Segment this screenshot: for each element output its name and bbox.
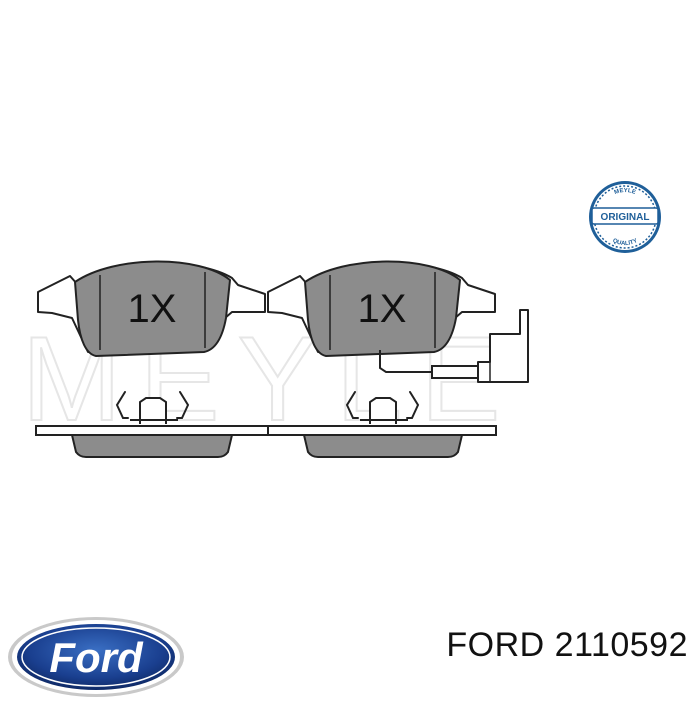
pad-right-side-view bbox=[267, 391, 497, 458]
badge-top-text: MEYLE bbox=[614, 188, 637, 196]
pad-left-clip bbox=[115, 391, 190, 419]
badge-center-text: ORIGINAL bbox=[601, 212, 650, 223]
pad-left-front-view: 1X bbox=[37, 260, 266, 357]
pad-left-clip-tab bbox=[139, 397, 167, 424]
wear-sensor bbox=[379, 309, 529, 383]
pad-left-friction-material bbox=[74, 260, 231, 357]
pad-right-friction-material bbox=[304, 260, 461, 357]
ford-logo-blue-oval bbox=[17, 624, 175, 690]
ford-logo: Ford bbox=[8, 617, 184, 697]
pad-right-quantity-label: 1X bbox=[358, 287, 407, 331]
pad-right-front-view: 1X bbox=[267, 260, 496, 357]
ford-logo-script: Ford bbox=[49, 634, 144, 681]
pad-left-quantity-label: 1X bbox=[128, 287, 177, 331]
wear-sensor-sleeve bbox=[431, 365, 479, 379]
pad-right-side-backing bbox=[267, 425, 497, 436]
badge-bottom-text: QUALITY bbox=[611, 238, 638, 247]
pad-left-side-backing bbox=[35, 425, 269, 436]
meyle-original-quality-badge: MEYLE ORIGINAL QUALITY bbox=[589, 181, 661, 253]
pad-left-side-view bbox=[35, 391, 269, 458]
pad-left-side-friction bbox=[70, 434, 234, 458]
pad-right-clip bbox=[345, 391, 420, 419]
pad-right-clip-tab bbox=[369, 397, 397, 424]
pad-right-side-friction bbox=[302, 434, 464, 458]
ford-logo-inner-line bbox=[21, 627, 171, 687]
badge-center-band bbox=[591, 207, 659, 225]
part-number-caption: FORD 2110592 bbox=[446, 626, 688, 664]
